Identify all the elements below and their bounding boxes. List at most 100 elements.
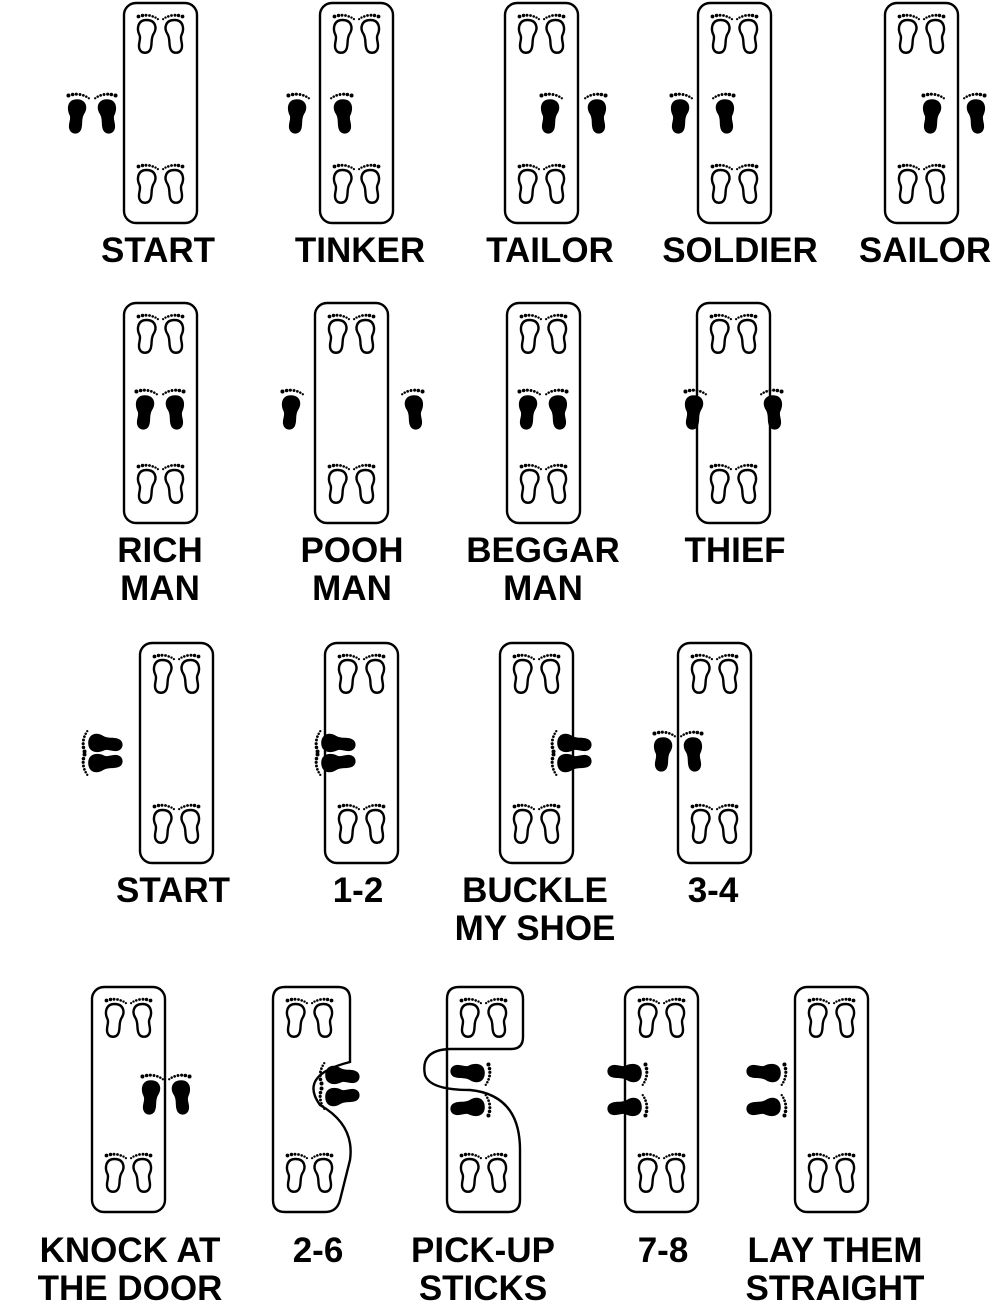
board-buckle-my-shoe-top-prints-left <box>511 652 537 694</box>
step-label-line: THIEF <box>684 531 786 570</box>
board-soldier-bottom-prints-left <box>709 162 735 204</box>
board-lay-them-straight-top-prints-right <box>831 996 857 1038</box>
solid-pair-right <box>162 388 186 430</box>
solid-right-foot <box>760 388 784 430</box>
board-buckle-my-shoe-bottom-prints-left <box>511 802 537 844</box>
solid-right-foot <box>963 92 987 134</box>
solid-pair-right <box>545 388 569 430</box>
board-three-four <box>676 641 753 865</box>
board-three-four-top-prints-right <box>714 652 740 694</box>
step-label-line: SOLDIER <box>662 231 818 270</box>
step-label-line: KNOCK AT <box>39 1231 221 1270</box>
board-tailor-bottom-prints-left <box>516 162 542 204</box>
board-knock-at-the-door-top-prints-left <box>103 996 129 1038</box>
solid-upper-foot <box>450 1062 492 1086</box>
board-thief <box>695 301 772 525</box>
solid-left-foot <box>683 388 707 430</box>
board-one-two-top-prints-left <box>336 652 362 694</box>
solid-upper-foot <box>550 730 592 754</box>
board-seven-eight-top-prints-left <box>636 996 662 1038</box>
step-label-tinker: TINKER <box>210 232 510 270</box>
step-label-line: THE DOOR <box>37 1269 223 1308</box>
step-feet-pooh-man <box>280 388 425 430</box>
board-thief-top-prints-right <box>733 312 759 354</box>
step-label-two-six: 2-6 <box>168 1232 468 1270</box>
board-one-two-top-prints-right <box>361 652 387 694</box>
board-pick-up-sticks-bottom-prints-right <box>483 1151 509 1193</box>
step-feet-one-two <box>314 730 356 776</box>
solid-upper-foot <box>607 1062 649 1086</box>
step-label-line: MAN <box>312 569 392 608</box>
step-label-start-2: START <box>23 872 323 910</box>
board-one-two-bottom-prints-right <box>361 802 387 844</box>
step-feet-thief <box>683 388 784 430</box>
solid-left-foot <box>280 388 304 430</box>
board-soldier-bottom-prints-right <box>734 162 760 204</box>
step-label-sailor: SAILOR <box>775 232 1000 270</box>
step-label-line: POOH <box>300 531 404 570</box>
board-thief-top-prints-left <box>708 312 734 354</box>
board-seven-eight-bottom-prints-left <box>636 1151 662 1193</box>
board-two-six-top-prints-left <box>284 996 310 1038</box>
step-feet-start-2 <box>81 730 123 776</box>
solid-upper-foot <box>746 1062 788 1086</box>
step-label-line: STRAIGHT <box>745 1269 925 1308</box>
solid-pair-right <box>94 92 118 134</box>
board-two-six-bottom-prints-right <box>309 1151 335 1193</box>
solid-right-foot <box>712 92 736 134</box>
solid-lower-foot <box>314 752 356 776</box>
board-tinker-bottom-prints-left <box>331 162 357 204</box>
step-feet-rich-man <box>134 388 186 430</box>
board-seven-eight <box>623 985 700 1214</box>
board-beggar-man-bottom-prints-right <box>543 462 569 504</box>
board-knock-at-the-door-bottom-prints-left <box>103 1151 129 1193</box>
board-thief-bottom-prints-right <box>733 462 759 504</box>
board-pick-up-sticks <box>423 985 525 1214</box>
board-pick-up-sticks-top-prints-right <box>483 996 509 1038</box>
board-start-2 <box>138 641 215 865</box>
step-label-line: 7-8 <box>637 1231 689 1270</box>
solid-pair-right <box>168 1073 192 1115</box>
board-tailor <box>503 1 580 225</box>
step-label-soldier: SOLDIER <box>590 232 890 270</box>
board-rich-man <box>122 301 199 525</box>
step-label-line: TINKER <box>294 231 426 270</box>
board-tinker-top-prints-left <box>331 12 357 54</box>
board-buckle-my-shoe <box>498 641 575 865</box>
board-start-2-top-prints-left <box>151 652 177 694</box>
step-feet-lay-them-straight <box>746 1062 788 1118</box>
solid-pair-left <box>140 1073 164 1115</box>
board-tinker <box>318 1 395 225</box>
step-feet-tailor <box>539 92 608 134</box>
board-tailor-top-prints-left <box>516 12 542 54</box>
board-one-two-bottom-prints-left <box>336 802 362 844</box>
solid-left-foot <box>539 92 563 134</box>
board-buckle-my-shoe-bottom-prints-right <box>536 802 562 844</box>
step-feet-start <box>66 92 118 134</box>
board-pooh-man-top-prints-right <box>351 312 377 354</box>
board-lay-them-straight-bottom-prints-left <box>806 1151 832 1193</box>
step-feet-buckle-my-shoe <box>550 730 592 776</box>
step-label-line: 1-2 <box>332 871 384 910</box>
board-knock-at-the-door <box>90 985 167 1214</box>
board-sailor-bottom-prints-left <box>896 162 922 204</box>
step-label-line: MAN <box>120 569 200 608</box>
solid-lower-foot <box>607 1094 649 1118</box>
solid-lower-foot <box>81 752 123 776</box>
board-rich-man-top-prints-left <box>135 312 161 354</box>
board-start-2-bottom-prints-right <box>176 802 202 844</box>
board-sailor-top-prints-right <box>921 12 947 54</box>
step-label-line: STICKS <box>418 1269 548 1308</box>
solid-pair-left <box>517 388 541 430</box>
solid-upper-foot <box>314 730 356 754</box>
solid-upper-foot <box>81 730 123 754</box>
board-sailor-bottom-prints-right <box>921 162 947 204</box>
board-lay-them-straight-bottom-prints-right <box>831 1151 857 1193</box>
board-three-four-top-prints-left <box>689 652 715 694</box>
step-label-line: LAY THEM <box>747 1231 923 1270</box>
board-two-six <box>271 985 352 1214</box>
